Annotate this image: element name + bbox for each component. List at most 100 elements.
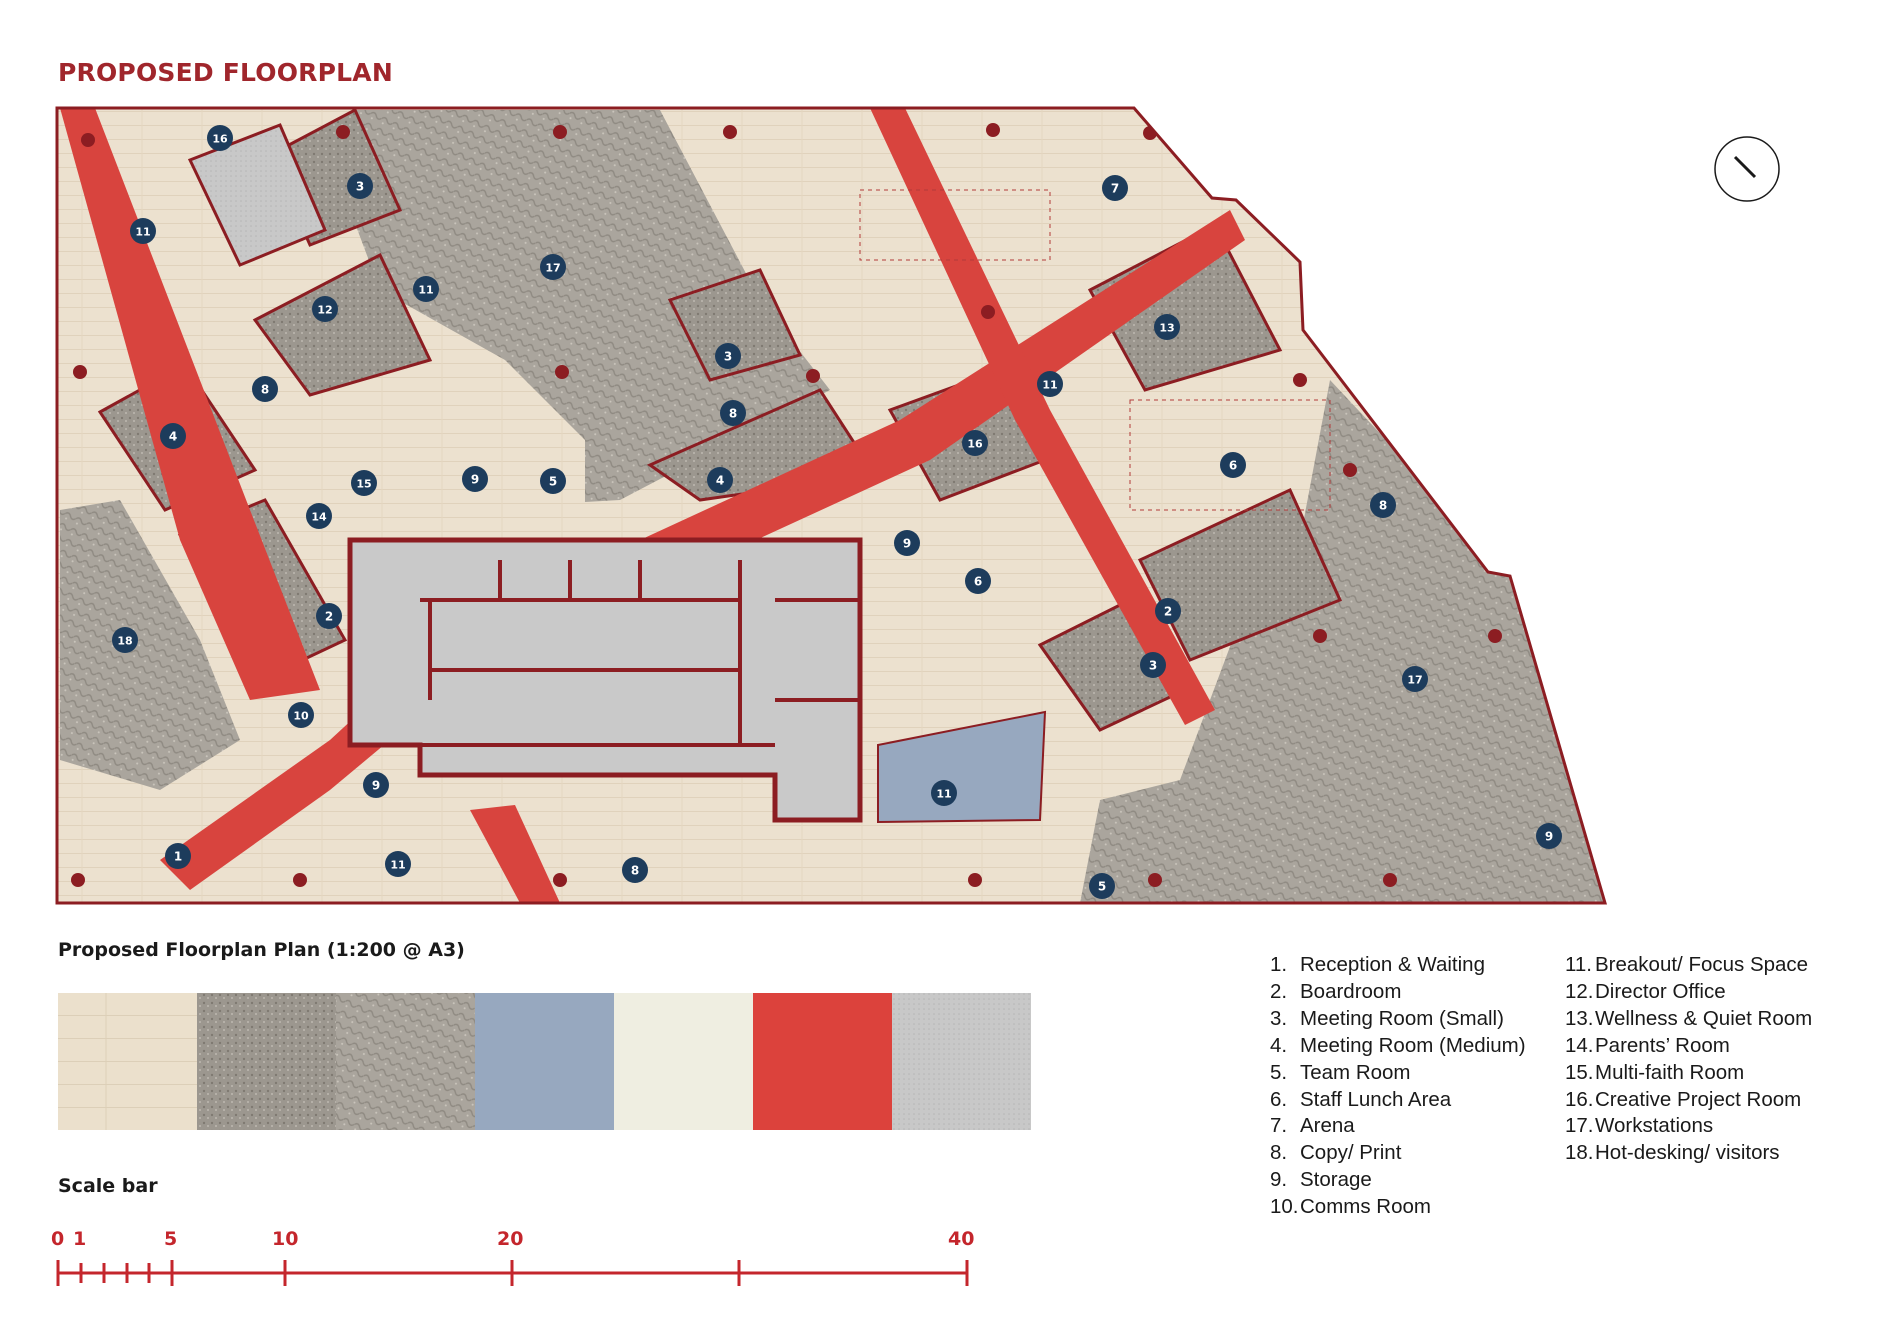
director-office — [252, 252, 433, 397]
legend-number: 10. — [1270, 1195, 1299, 1219]
plan-caption: Proposed Floorplan Plan (1:200 @ A3) — [58, 939, 465, 961]
room-marker-number: 11 — [135, 226, 150, 239]
room-marker: 12 — [312, 296, 338, 322]
room-marker-number: 6 — [974, 575, 982, 589]
legend-label: Staff Lunch Area — [1300, 1087, 1452, 1111]
room-marker: 8 — [1370, 492, 1396, 518]
room-marker: 4 — [707, 467, 733, 493]
room-marker: 18 — [112, 627, 138, 653]
room-marker-number: 3 — [356, 180, 364, 194]
legend-item: 7. Arena — [1270, 1113, 1526, 1140]
room-marker-number: 6 — [1229, 459, 1237, 473]
room-marker-dot — [316, 603, 342, 629]
building-core — [347, 537, 863, 823]
legend-number: 13. — [1565, 1006, 1594, 1030]
legend-item: 13.Wellness & Quiet Room — [1565, 1006, 1812, 1033]
legend-number: 17. — [1565, 1114, 1594, 1138]
room-marker: 8 — [622, 857, 648, 883]
room-marker-dot — [462, 466, 488, 492]
room-marker-number: 10 — [293, 710, 309, 723]
room-marker-dot — [312, 296, 338, 322]
room-marker-dot — [707, 467, 733, 493]
legend-label: Team Room — [1300, 1060, 1411, 1084]
room-marker-number: 11 — [936, 788, 951, 801]
room-marker-dot — [931, 780, 957, 806]
legend-label: Director Office — [1595, 979, 1726, 1003]
room-marker-number: 9 — [903, 537, 911, 551]
room-marker: 9 — [462, 466, 488, 492]
room-marker-number: 7 — [1111, 182, 1119, 196]
room-marker: 9 — [363, 772, 389, 798]
legend-label: Meeting Room (Small) — [1300, 1006, 1504, 1030]
room-marker-dot — [306, 503, 332, 529]
room-marker: 2 — [316, 603, 342, 629]
legend-item: 3. Meeting Room (Small) — [1270, 1006, 1526, 1033]
room-marker-number: 8 — [261, 383, 269, 397]
swatch-carpet-pattern — [336, 993, 475, 1130]
legend-item: 18.Hot-desking/ visitors — [1565, 1140, 1812, 1167]
room-marker: 13 — [1154, 314, 1180, 340]
room-marker: 14 — [306, 503, 332, 529]
legend-label: Comms Room — [1300, 1195, 1431, 1219]
room-marker-dot — [894, 530, 920, 556]
swatch-grey — [892, 993, 1031, 1130]
legend-item: 1.Reception & Waiting — [1270, 952, 1526, 979]
room-marker: 3 — [715, 343, 741, 369]
legend-item: 12.Director Office — [1565, 979, 1812, 1006]
breakout-blue-zone — [877, 710, 1047, 824]
room-marker-number: 8 — [729, 407, 737, 421]
room-marker: 10 — [288, 702, 314, 728]
legend-label: Copy/ Print — [1300, 1141, 1402, 1165]
room-marker: 2 — [1155, 598, 1181, 624]
circulation-spine-south — [470, 805, 560, 903]
legend-item: 11.Breakout/ Focus Space — [1565, 952, 1812, 979]
legend-item: 4.Meeting Room (Medium) — [1270, 1033, 1526, 1060]
room-marker-number: 9 — [372, 779, 380, 793]
room-marker-dot — [112, 627, 138, 653]
room-marker-dot — [207, 125, 233, 151]
legend-number: 7. — [1270, 1114, 1288, 1138]
page-title: PROPOSED FLOORPLAN — [58, 58, 393, 87]
north-arrow — [1713, 135, 1781, 208]
room-marker-number: 5 — [1098, 880, 1106, 894]
legend-item: 9.Storage — [1270, 1167, 1526, 1194]
circulation-spine-east — [870, 108, 1215, 725]
legend-label: Breakout/ Focus Space — [1595, 953, 1809, 976]
room-marker-dot — [160, 423, 186, 449]
room-marker-number: 4 — [169, 430, 177, 444]
room-marker-number: 17 — [1407, 674, 1422, 687]
workstation-zone-east — [1080, 380, 1605, 903]
room-marker: 17 — [1402, 666, 1428, 692]
room-marker-dot — [622, 857, 648, 883]
material-swatches — [58, 993, 1031, 1130]
room-marker-dot — [962, 430, 988, 456]
room-marker: 9 — [894, 530, 920, 556]
legend-item: 17.Workstations — [1565, 1113, 1812, 1140]
room-marker-number: 16 — [212, 133, 228, 146]
room-marker-dot — [1154, 314, 1180, 340]
legend-label: Arena — [1300, 1114, 1355, 1138]
room-marker: 11 — [931, 780, 957, 806]
legend-item: 16.Creative Project Room — [1565, 1087, 1812, 1114]
legend-label: Workstations — [1595, 1114, 1714, 1138]
legend-item: 10.Comms Room — [1270, 1194, 1526, 1221]
room-marker-dot — [1102, 175, 1128, 201]
room-marker-number: 8 — [1379, 499, 1387, 513]
room-marker-dot — [965, 568, 991, 594]
boardroom-east — [1137, 488, 1343, 662]
room-marker: 4 — [160, 423, 186, 449]
legend-number: 15. — [1565, 1060, 1594, 1084]
legend-number: 3. — [1270, 1006, 1288, 1030]
room-marker-dot — [1370, 492, 1396, 518]
room-marker-dot — [130, 218, 156, 244]
legend-number: 1. — [1270, 953, 1288, 976]
room-marker-dot — [385, 851, 411, 877]
room-marker-number: 13 — [1159, 322, 1174, 335]
room-marker-dot — [165, 843, 191, 869]
room-marker-number: 3 — [1149, 659, 1157, 673]
legend-item: 14.Parents’ Room — [1565, 1033, 1812, 1060]
room-marker-dot — [1037, 371, 1063, 397]
swatch-offwhite — [614, 993, 753, 1130]
room-marker: 7 — [1102, 175, 1128, 201]
